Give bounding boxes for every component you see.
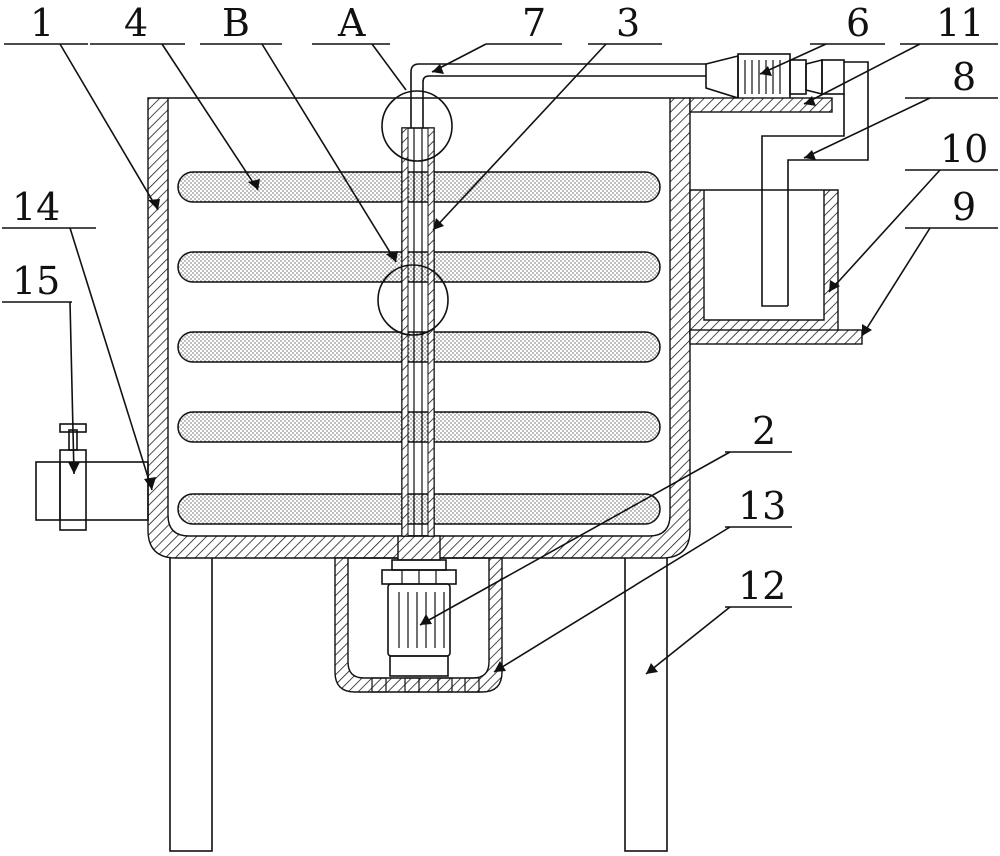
detail-circle-b xyxy=(377,264,449,336)
pump xyxy=(705,53,845,101)
label-10: 10 xyxy=(940,127,988,171)
label-6: 6 xyxy=(846,1,870,45)
label-a: A xyxy=(337,1,366,45)
label-8: 8 xyxy=(952,55,976,99)
label-14: 14 xyxy=(12,185,60,229)
label-15: 15 xyxy=(12,259,60,303)
tank-body xyxy=(147,97,691,559)
label-12: 12 xyxy=(738,564,786,608)
heating-coils xyxy=(177,171,661,525)
detail-circle-a xyxy=(381,90,453,162)
label-2: 2 xyxy=(752,409,776,453)
label-13: 13 xyxy=(738,484,786,528)
label-4: 4 xyxy=(124,1,148,45)
label-11: 11 xyxy=(936,1,984,45)
discharge-pipe xyxy=(35,449,149,531)
label-7: 7 xyxy=(522,1,546,45)
callout-labels: 1 4 B A 7 3 6 11 8 10 9 14 15 2 13 12 xyxy=(12,1,988,608)
inlet-pipe xyxy=(410,63,706,128)
support-legs xyxy=(169,554,668,852)
label-3: 3 xyxy=(616,1,640,45)
label-b: B xyxy=(222,1,250,45)
collection-box xyxy=(689,189,863,345)
support-platform xyxy=(689,329,863,345)
pump-bracket xyxy=(689,97,833,113)
label-9: 9 xyxy=(952,185,976,229)
leader-lines xyxy=(2,43,998,675)
outlet-pipe xyxy=(761,61,869,307)
motor-housing xyxy=(334,557,503,693)
label-1: 1 xyxy=(30,1,54,45)
